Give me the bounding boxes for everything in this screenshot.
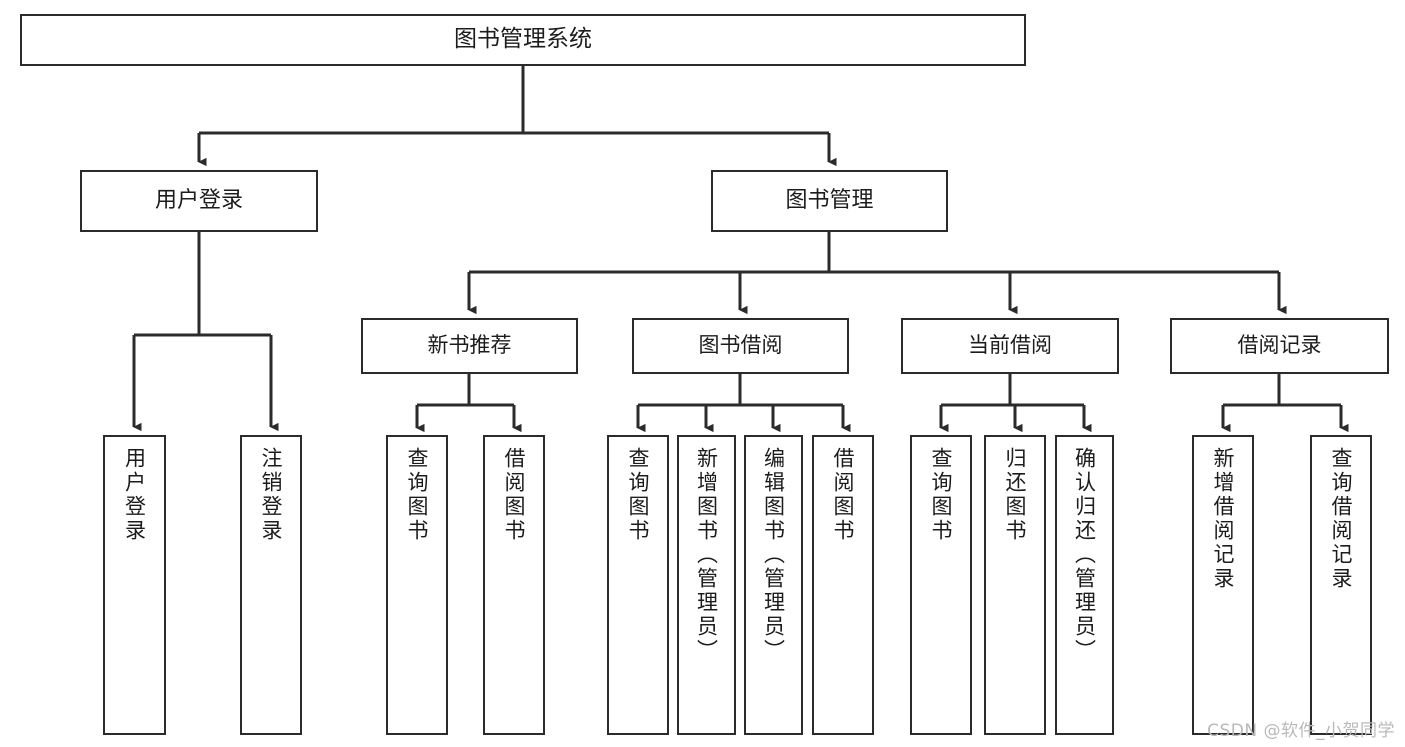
node-root[interactable]: 图书管理系统 — [20, 14, 1026, 66]
node-book-borrow-label: 图书借阅 — [698, 333, 783, 358]
node-user-login-label: 用户登录 — [154, 187, 243, 213]
node-leaf-query-book-3-label: 查询图书 — [929, 447, 954, 543]
node-leaf-borrow-book-2-label: 借阅图书 — [831, 447, 856, 543]
node-leaf-logout[interactable]: 注销登录 — [240, 435, 302, 735]
node-book-manage[interactable]: 图书管理 — [711, 170, 948, 232]
node-borrow-record[interactable]: 借阅记录 — [1170, 318, 1389, 374]
node-leaf-query-book-2-label: 查询图书 — [626, 447, 651, 543]
node-current-borrow[interactable]: 当前借阅 — [901, 318, 1119, 374]
node-leaf-return-book[interactable]: 归还图书 — [984, 435, 1046, 735]
node-leaf-edit-book[interactable]: 编辑图书（管理员） — [744, 435, 803, 735]
node-leaf-confirm-return-label: 确认归还（管理员） — [1072, 447, 1097, 663]
node-leaf-query-book-1[interactable]: 查询图书 — [386, 435, 448, 735]
node-current-borrow-label: 当前借阅 — [968, 333, 1052, 358]
node-leaf-borrow-book-2[interactable]: 借阅图书 — [812, 435, 874, 735]
node-leaf-borrow-book-1-label: 借阅图书 — [502, 447, 527, 543]
node-leaf-add-record[interactable]: 新增借阅记录 — [1192, 435, 1254, 735]
node-leaf-add-book[interactable]: 新增图书（管理员） — [677, 435, 736, 735]
node-root-label: 图书管理系统 — [454, 26, 592, 53]
node-borrow-record-label: 借阅记录 — [1237, 333, 1322, 358]
node-leaf-add-record-label: 新增借阅记录 — [1211, 447, 1236, 591]
node-leaf-query-book-2[interactable]: 查询图书 — [607, 435, 669, 735]
csdn-watermark: CSDN @软件_小贺同学 — [1207, 721, 1395, 741]
node-leaf-return-book-label: 归还图书 — [1003, 447, 1028, 543]
node-leaf-add-book-label: 新增图书（管理员） — [694, 447, 719, 663]
node-new-book-rec[interactable]: 新书推荐 — [361, 318, 578, 374]
node-book-borrow[interactable]: 图书借阅 — [632, 318, 849, 374]
node-book-manage-label: 图书管理 — [785, 187, 874, 213]
node-leaf-query-book-1-label: 查询图书 — [405, 447, 430, 543]
node-leaf-user-login-label: 用户登录 — [122, 447, 147, 543]
node-leaf-query-record-label: 查询借阅记录 — [1329, 447, 1354, 591]
node-leaf-borrow-book-1[interactable]: 借阅图书 — [483, 435, 545, 735]
node-new-book-rec-label: 新书推荐 — [427, 333, 512, 358]
node-leaf-user-login[interactable]: 用户登录 — [103, 435, 166, 735]
node-leaf-logout-label: 注销登录 — [259, 447, 284, 543]
node-leaf-query-book-3[interactable]: 查询图书 — [910, 435, 972, 735]
node-leaf-confirm-return[interactable]: 确认归还（管理员） — [1055, 435, 1114, 735]
node-leaf-query-record[interactable]: 查询借阅记录 — [1310, 435, 1372, 735]
node-leaf-edit-book-label: 编辑图书（管理员） — [761, 447, 786, 663]
node-user-login[interactable]: 用户登录 — [80, 170, 318, 232]
